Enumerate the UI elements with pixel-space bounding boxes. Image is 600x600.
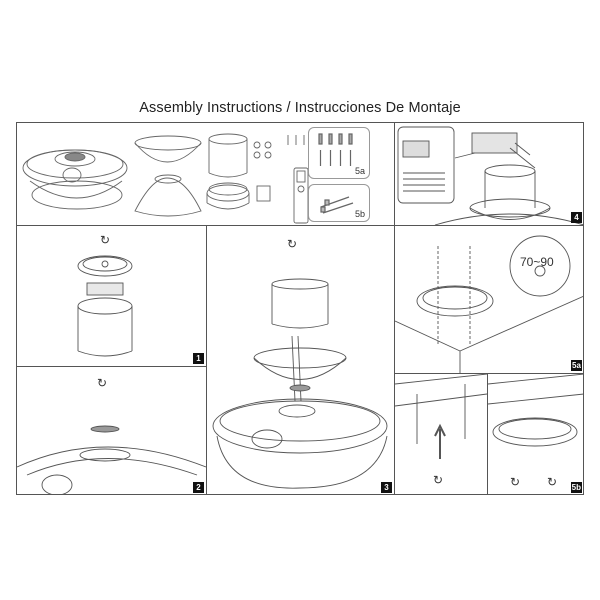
- assembly-illustration: ↻: [212, 237, 388, 489]
- driver-housing-illustration: ↻: [77, 233, 133, 357]
- page-title: Assembly Instructions / Instrucciones De…: [139, 100, 461, 116]
- step-badge-5b: 5b: [570, 482, 582, 493]
- step-3-panel: ↻ 3: [207, 226, 394, 495]
- step-badge-1: 1: [193, 353, 204, 364]
- lamp-body-screws-illustration: ↻: [17, 376, 206, 495]
- step-badge-2: 2: [193, 482, 204, 493]
- expansion-anchors-icon: [320, 196, 354, 214]
- step-badge-5a: 5a: [571, 360, 582, 371]
- svg-text:↻: ↻: [287, 237, 297, 251]
- instruction-frame: [16, 122, 584, 495]
- step-2-panel: ↻ 2: [17, 367, 206, 495]
- svg-text:↻: ↻: [547, 475, 557, 489]
- kit-label-5b: 5b: [354, 209, 365, 219]
- divider-left-mid: [206, 225, 207, 495]
- divider-step5a-step5b: [394, 373, 584, 374]
- kit-box-5b: 5b: [308, 184, 370, 222]
- step-1-panel: ↻ 1: [17, 226, 206, 366]
- step-badge-3: 3: [381, 482, 392, 493]
- wiring-illustration: [397, 126, 584, 225]
- concrete-anchor-illustration: ↻ ↻ ↻: [395, 374, 584, 489]
- kit-box-5a: 5a: [308, 127, 370, 179]
- parts-panel: 5a 5b: [17, 123, 394, 225]
- step-4-panel: 4: [395, 123, 584, 225]
- wall-plugs-screws-icon: [318, 133, 353, 166]
- dimension-label: 70~90: [520, 255, 554, 269]
- rotate-icon: ↻: [100, 233, 110, 247]
- svg-text:↻: ↻: [433, 473, 443, 487]
- step-5a-panel: 70~90 5a: [395, 226, 584, 373]
- step-badge-4: 4: [571, 212, 582, 223]
- kit-label-5a: 5a: [354, 166, 365, 176]
- divider-top-right: [394, 122, 395, 495]
- divider-step1-step2: [16, 366, 206, 367]
- step-5b-panel: ↻ ↻ ↻ 5b: [395, 374, 584, 495]
- ceiling-mount-illustration: [395, 235, 584, 373]
- svg-text:↻: ↻: [97, 376, 107, 390]
- divider-top-row: [16, 225, 584, 226]
- divider-step5b-split: [487, 373, 488, 495]
- svg-text:↻: ↻: [510, 475, 520, 489]
